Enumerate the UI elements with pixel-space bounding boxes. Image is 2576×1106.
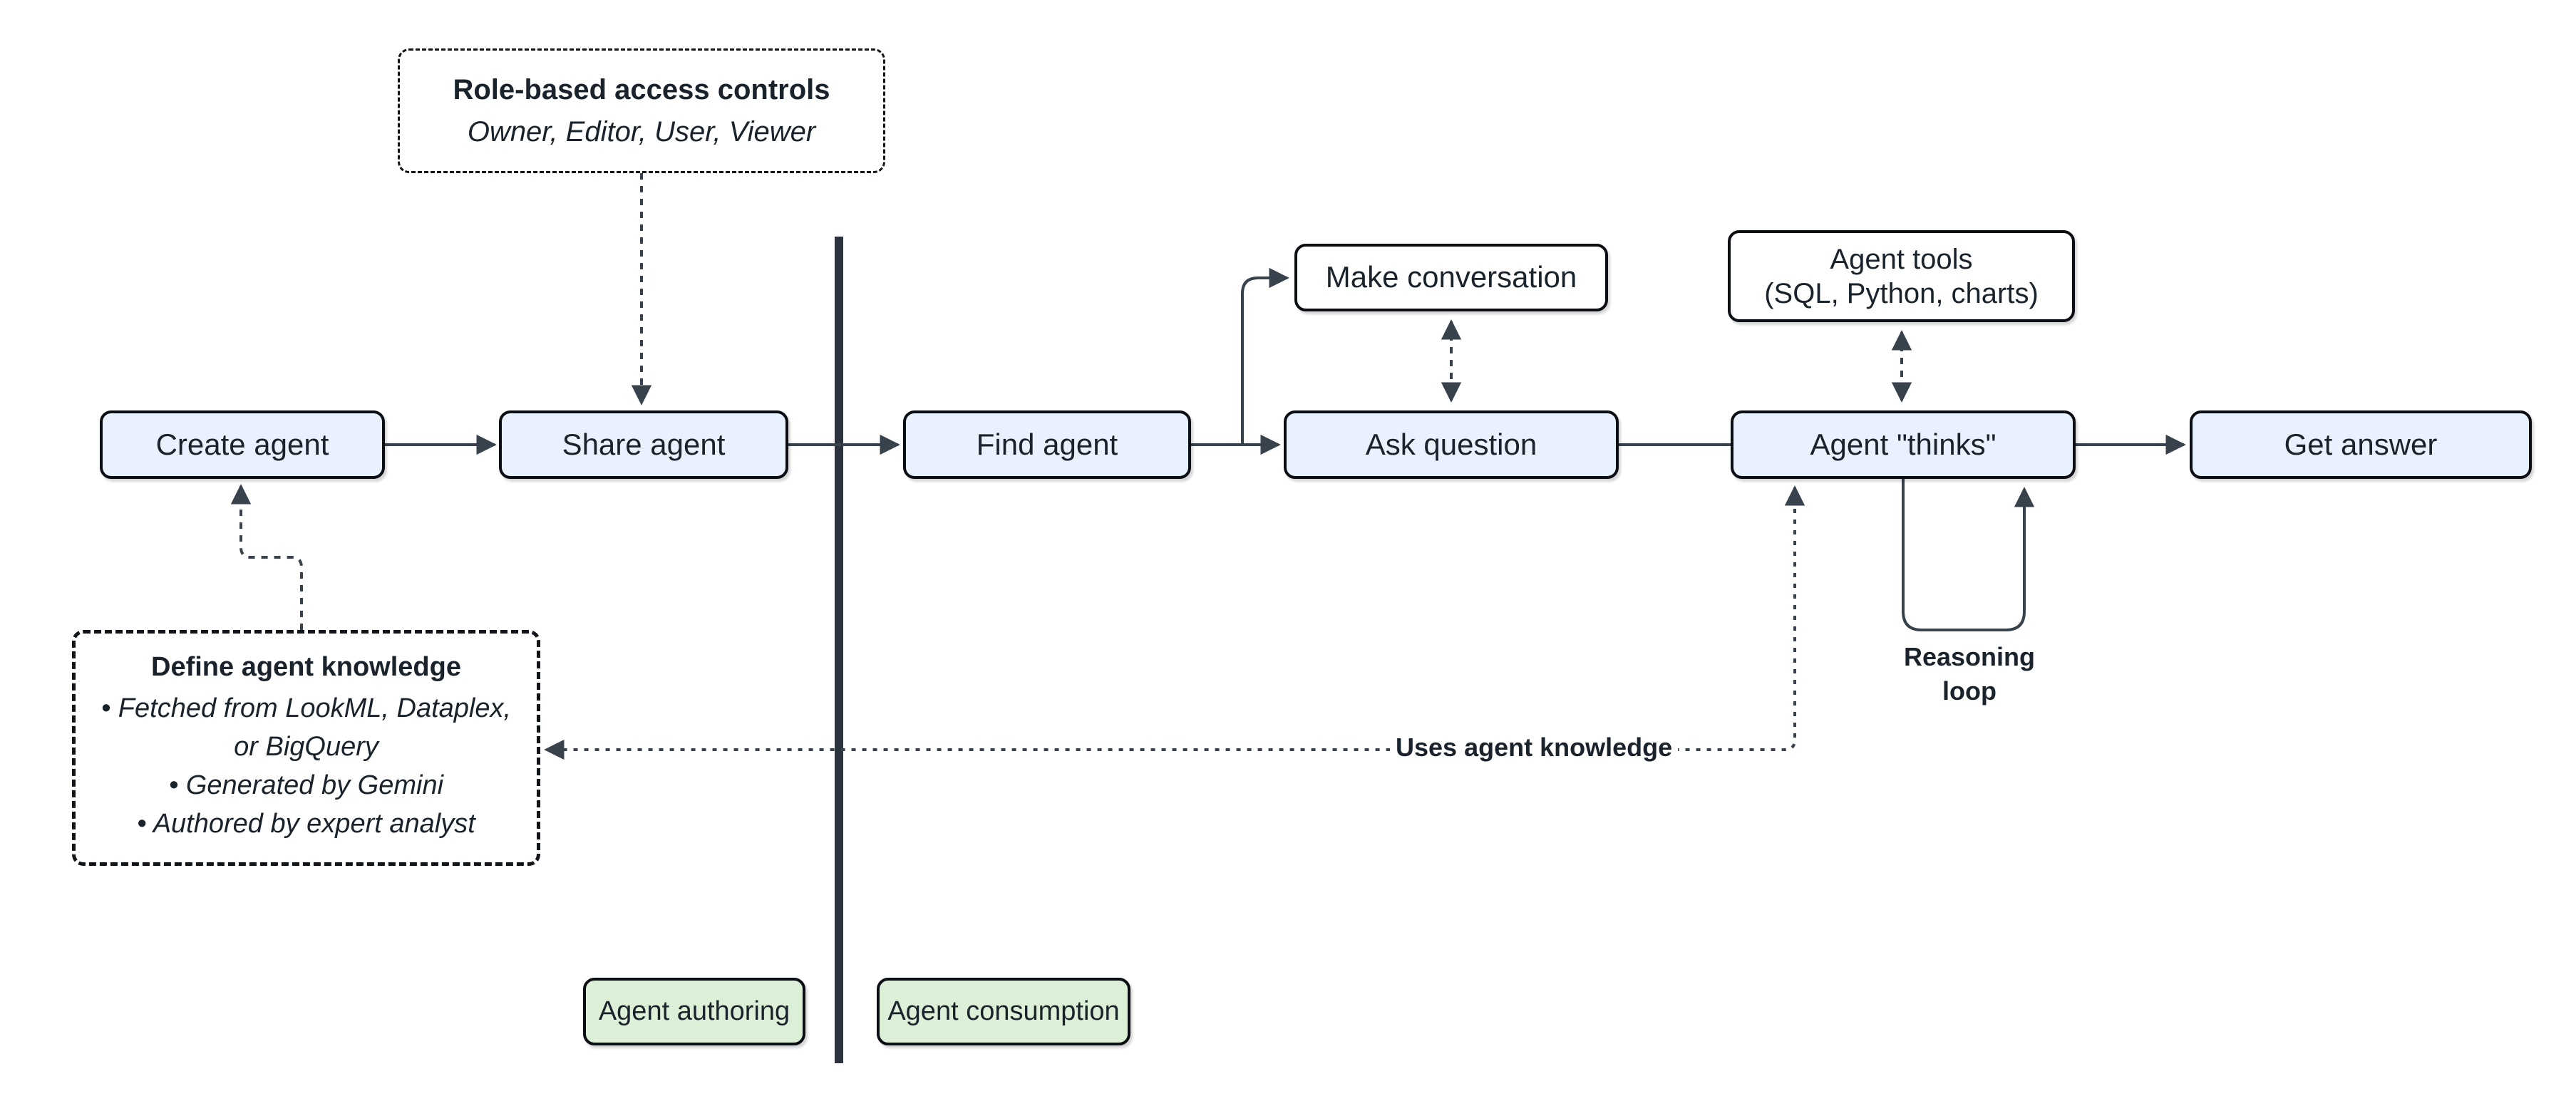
node-label: Create agent: [155, 427, 329, 461]
lane-tag-agent-authoring: Agent authoring: [583, 978, 805, 1045]
node-get-answer: Get answer: [2190, 410, 2532, 479]
edge-knowledge-to-create: [230, 484, 303, 630]
node-label: Ask question: [1365, 427, 1537, 461]
annotation-subtitle: Owner, Editor, User, Viewer: [467, 115, 816, 148]
node-agent-thinks: Agent "thinks": [1731, 410, 2076, 479]
knowledge-bullet-3: • Authored by expert analyst: [137, 808, 475, 839]
annotation-title: Role-based access controls: [453, 73, 830, 105]
annotation-title: Define agent knowledge: [151, 652, 461, 683]
node-label-line1: Agent tools: [1830, 243, 1973, 275]
annotation-define-agent-knowledge: Define agent knowledge • Fetched from Lo…: [72, 630, 540, 866]
knowledge-bullet-2: • Generated by Gemini: [168, 770, 444, 800]
edge-label-line2: loop: [1942, 676, 1997, 706]
edge-label-uses-agent-knowledge: Uses agent knowledge: [1390, 733, 1679, 763]
knowledge-bullet-1: • Fetched from LookML, Dataplex,: [101, 693, 512, 724]
node-label: Make conversation: [1325, 260, 1577, 294]
node-label: Agent "thinks": [1810, 427, 1997, 461]
edge-label-line1: Reasoning: [1903, 642, 2036, 671]
node-label: Get answer: [2284, 427, 2438, 461]
node-ask-question: Ask question: [1284, 410, 1619, 479]
lane-tag-agent-consumption: Agent consumption: [877, 978, 1130, 1045]
edge-uses-agent-knowledge: [544, 485, 1805, 760]
node-label: Share agent: [562, 427, 726, 461]
edge-find-to-make-conversation: [1241, 267, 1289, 445]
node-agent-tools: Agent tools (SQL, Python, charts): [1728, 230, 2075, 322]
lane-label: Agent authoring: [598, 996, 790, 1026]
node-share-agent: Share agent: [499, 410, 788, 479]
node-create-agent: Create agent: [100, 410, 385, 479]
node-find-agent: Find agent: [903, 410, 1191, 479]
node-label: Find agent: [976, 427, 1118, 461]
edge-reasoning-loop: [1902, 479, 2035, 631]
annotation-role-based-access: Role-based access controls Owner, Editor…: [398, 48, 885, 173]
edge-label-reasoning-loop: Reasoning loop: [1867, 640, 2071, 708]
node-make-conversation: Make conversation: [1294, 244, 1608, 311]
lane-label: Agent consumption: [887, 996, 1120, 1026]
node-label-line2: (SQL, Python, charts): [1764, 277, 2039, 309]
knowledge-bullet-1-wrap: or BigQuery: [234, 732, 378, 763]
